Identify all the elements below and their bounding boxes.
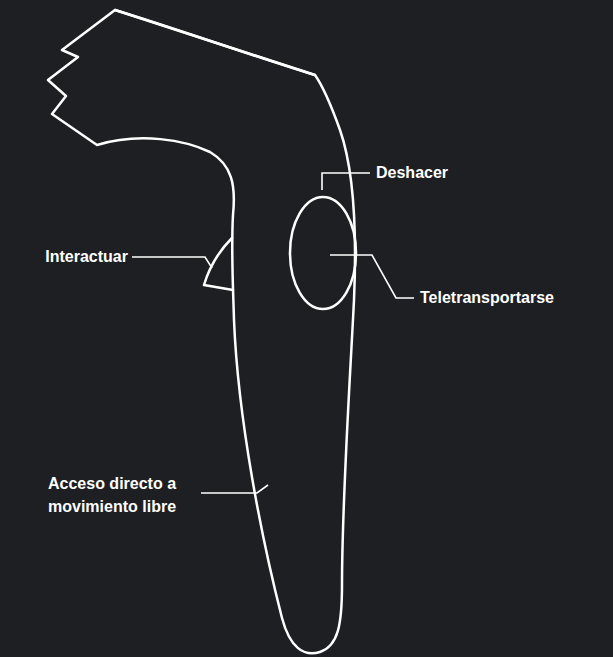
trigger xyxy=(204,238,233,290)
leader-line xyxy=(330,255,414,298)
part-label: Interactuar xyxy=(45,245,128,268)
leader-line xyxy=(322,173,370,190)
leader-line xyxy=(132,257,212,268)
part-label: Deshacer xyxy=(376,161,448,184)
controller-top-edge xyxy=(115,10,315,75)
controller-outline xyxy=(48,10,355,653)
leader-line xyxy=(201,485,268,493)
part-label: Teletransportarse xyxy=(420,286,554,309)
trackpad xyxy=(290,197,356,309)
part-label: Acceso directo a movimiento libre xyxy=(48,472,213,518)
